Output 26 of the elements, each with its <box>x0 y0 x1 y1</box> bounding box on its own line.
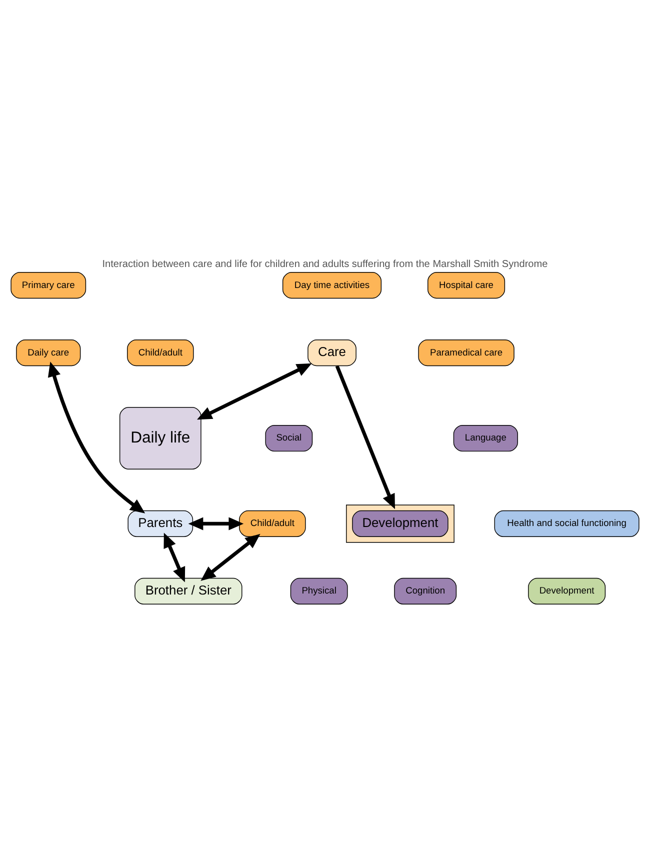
node-box: Child/adult <box>239 510 306 536</box>
node-box: Social <box>265 424 313 452</box>
node-box: Physical <box>290 577 348 604</box>
node-box: Cognition <box>394 577 457 604</box>
node-box: Brother / Sister <box>134 577 242 604</box>
arrow <box>197 362 312 420</box>
node-box: Day time activities <box>282 272 382 298</box>
node-box: Language <box>453 424 518 452</box>
diagram-title: Interaction between care and life for children and adults suffering from the Marshall Smith Syndrome <box>102 258 548 270</box>
arrow <box>164 532 186 582</box>
node-box: Development <box>352 510 448 536</box>
arrow <box>188 516 244 530</box>
node-box: Hospital care <box>428 272 506 298</box>
node-box: Development <box>528 577 606 604</box>
node-box: Health and social functioning <box>494 510 640 536</box>
cluster <box>346 504 454 542</box>
node-box: Care <box>308 339 356 366</box>
node-box: Paramedical care <box>418 339 514 366</box>
node-box: Daily care <box>16 339 81 366</box>
arrow <box>335 364 395 509</box>
node-box: Daily life <box>119 406 202 469</box>
arrow <box>48 361 146 513</box>
node-box: Primary care <box>10 272 86 298</box>
node-box: Parents <box>128 510 194 536</box>
arrow <box>200 533 260 580</box>
node-box: Child/adult <box>127 339 194 366</box>
